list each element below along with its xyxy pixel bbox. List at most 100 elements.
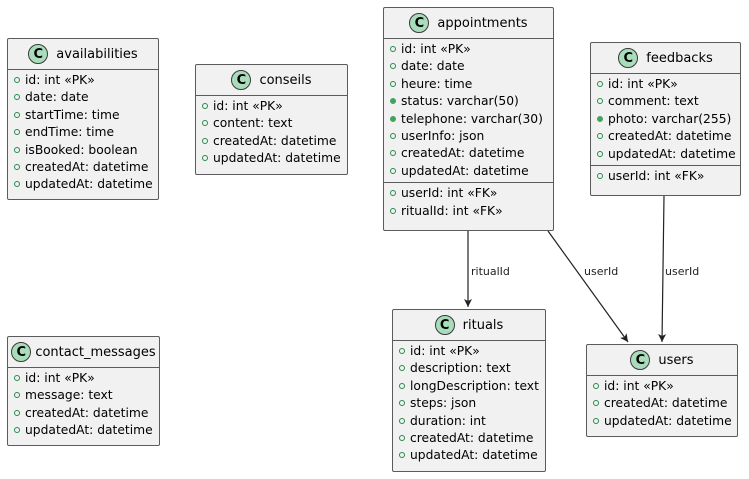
class-stereotype-icon: C [434,315,455,335]
public-visibility-icon [399,452,405,459]
public-visibility-icon [593,400,599,407]
class-name: users [658,352,694,368]
field-row: comment: text [591,93,740,110]
class-header: C users [587,345,737,376]
field-row: updatedAt: datetime [8,176,158,193]
public-visibility-icon [202,155,208,162]
field-row: steps: json [393,395,545,412]
public-visibility-icon [390,80,396,87]
field-row: id: int «PK» [8,72,158,89]
field-row: description: text [393,360,545,377]
class-header: C conseils [196,65,347,96]
field-row: status: varchar(50) [384,93,553,110]
field-row: createdAt: datetime [591,128,740,145]
public-visibility-icon [14,77,20,83]
class-stereotype-icon: C [231,70,252,90]
class-rituals[interactable]: C rituals id: int «PK» description: text… [392,309,546,472]
filled-visibility-icon [597,115,603,122]
field-row: date: date [8,89,158,106]
class-name: availabilities [56,46,138,62]
field-row: duration: int [393,413,545,430]
class-feedbacks[interactable]: C feedbacks id: int «PK» comment: text p… [590,42,741,196]
class-stereotype-icon: C [618,48,639,68]
class-availabilities[interactable]: C availabilities id: int «PK» date: date… [7,38,159,200]
class-header: C rituals [393,310,545,341]
class-name: rituals [462,317,504,333]
field-row: createdAt: datetime [384,145,553,162]
field-row: heure: time [384,76,553,93]
public-visibility-icon [14,181,20,188]
field-row: updatedAt: datetime [196,150,347,167]
class-stereotype-icon: C [11,342,32,362]
class-contact-messages[interactable]: C contact_messages id: int «PK» message:… [7,336,160,446]
fk-section: userId: int «FK» ritualId: int «FK» [384,182,553,222]
public-visibility-icon [390,63,396,70]
field-row: id: int «PK» [393,343,545,360]
field-row: createdAt: datetime [8,405,159,422]
public-visibility-icon [390,167,396,174]
public-visibility-icon [390,150,396,157]
fk-row: userId: int «FK» [384,185,553,202]
filled-visibility-icon [390,98,396,105]
field-row: id: int «PK» [587,378,737,395]
class-stereotype-icon: C [409,13,430,33]
field-section: id: int «PK» message: text createdAt: da… [8,368,159,442]
field-section: id: int «PK» content: text createdAt: da… [196,96,347,170]
field-row: longDescription: text [393,378,545,395]
public-visibility-icon [597,81,603,87]
field-section: id: int «PK» createdAt: datetime updated… [587,376,737,432]
public-visibility-icon [597,150,603,157]
field-row: startTime: time [8,107,158,124]
public-visibility-icon [14,94,20,101]
class-name: feedbacks [646,50,713,66]
public-visibility-icon [390,46,396,52]
public-visibility-icon [14,129,20,136]
fk-row: ritualId: int «FK» [384,203,553,220]
field-row: updatedAt: datetime [384,163,553,180]
field-row: createdAt: datetime [8,159,158,176]
edge-label-userId: userId [584,265,618,278]
public-visibility-icon [399,417,405,424]
field-row: updatedAt: datetime [587,413,737,430]
field-row: updatedAt: datetime [591,146,740,163]
public-visibility-icon [390,207,396,214]
public-visibility-icon [399,382,405,389]
field-row: message: text [8,387,159,404]
edge-appointments-rituals: ritualId [464,231,510,307]
class-name: appointments [437,15,528,31]
field-section: id: int «PK» date: date heure: time stat… [384,39,553,182]
class-stereotype-icon: C [630,350,651,370]
field-row: date: date [384,58,553,75]
public-visibility-icon [14,111,20,118]
public-visibility-icon [593,417,599,424]
public-visibility-icon [14,392,20,399]
class-header: C feedbacks [591,43,740,74]
public-visibility-icon [390,132,396,139]
field-row: endTime: time [8,124,158,141]
class-conseils[interactable]: C conseils id: int «PK» content: text cr… [195,64,348,175]
field-row: id: int «PK» [8,370,159,387]
public-visibility-icon [202,137,208,144]
class-appointments[interactable]: C appointments id: int «PK» date: date h… [383,7,554,231]
public-visibility-icon [14,375,20,381]
public-visibility-icon [399,434,405,441]
class-header: C availabilities [8,39,158,70]
public-visibility-icon [597,172,603,179]
public-visibility-icon [593,383,599,389]
class-stereotype-icon: C [28,44,49,64]
edge-label-userId: userId [665,265,699,278]
public-visibility-icon [399,348,405,354]
field-row: telephone: varchar(30) [384,111,553,128]
class-name: contact_messages [35,344,156,360]
field-row: updatedAt: datetime [393,447,545,464]
public-visibility-icon [202,103,208,109]
edge-feedbacks-users: userId [658,195,699,343]
field-row: photo: varchar(255) [591,111,740,128]
fk-row: userId: int «FK» [591,168,740,185]
field-row: createdAt: datetime [587,395,737,412]
field-section: id: int «PK» date: date startTime: time … [8,70,158,196]
field-row: id: int «PK» [196,98,347,115]
class-users[interactable]: C users id: int «PK» createdAt: datetime… [586,344,738,437]
filled-visibility-icon [390,115,396,122]
